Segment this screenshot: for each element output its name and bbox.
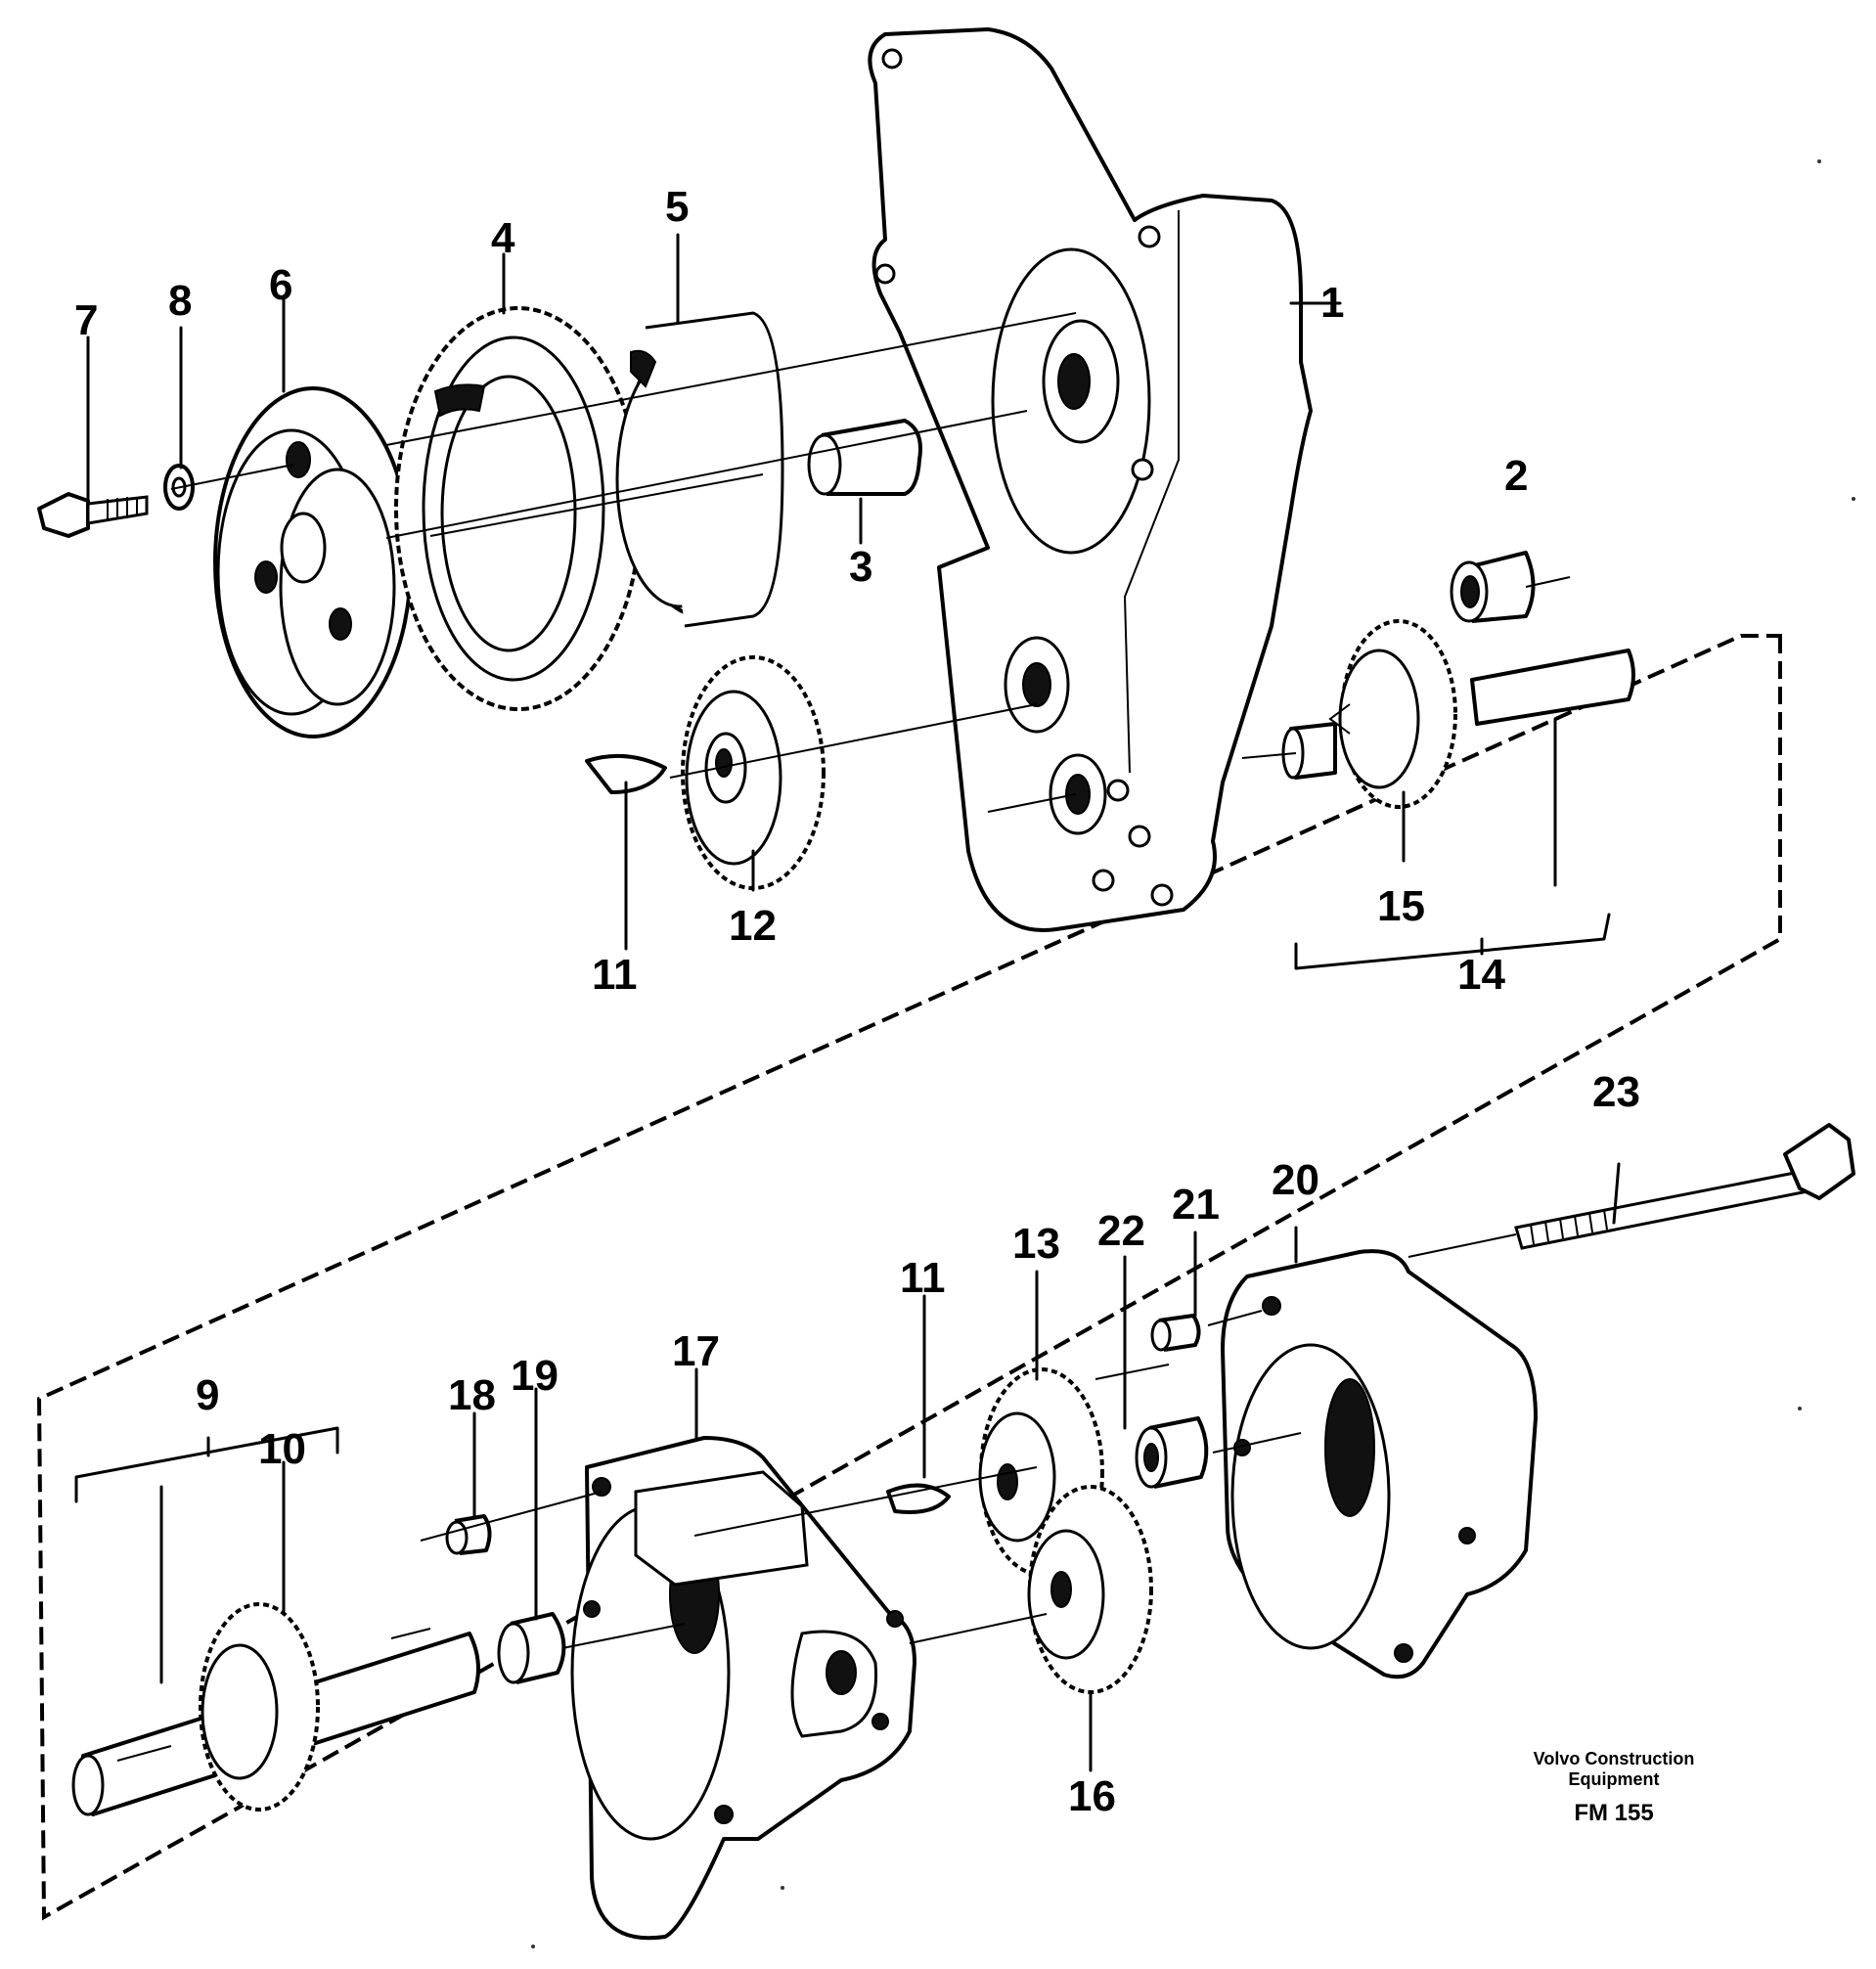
callout-7: 7 bbox=[74, 296, 99, 344]
callout-19: 19 bbox=[511, 1352, 558, 1400]
callout-6: 6 bbox=[269, 261, 293, 309]
callout-14: 14 bbox=[1457, 951, 1505, 999]
callout-21: 21 bbox=[1172, 1181, 1220, 1229]
assembly-boundary-dashed bbox=[36, 634, 1782, 1921]
callout-20: 20 bbox=[1272, 1156, 1319, 1204]
key-part-11-upper bbox=[585, 753, 667, 794]
background-specks bbox=[531, 159, 1855, 1948]
callout-12: 12 bbox=[729, 902, 777, 950]
shaft-assembly-part-14 bbox=[1281, 619, 1635, 809]
housing-cover-part-1 bbox=[868, 27, 1313, 932]
callout-13: 13 bbox=[1012, 1220, 1060, 1268]
small-gear-part-12 bbox=[681, 655, 826, 890]
callout-4: 4 bbox=[491, 214, 515, 262]
callout-11-upper: 11 bbox=[592, 951, 638, 999]
bushing-part-3 bbox=[807, 419, 922, 496]
gear-part-13 bbox=[978, 1367, 1104, 1577]
bearing-ring-part-5 bbox=[615, 311, 784, 628]
end-cover-part-20 bbox=[1221, 1249, 1538, 1679]
pump-housing-part-17 bbox=[570, 1436, 916, 1941]
shaft-assembly-part-9 bbox=[71, 1602, 480, 1816]
company-credit: Volvo Construction Equipment bbox=[1533, 1749, 1695, 1789]
callout-11-lower: 11 bbox=[900, 1254, 946, 1302]
bushing-part-19 bbox=[497, 1612, 566, 1684]
callout-8: 8 bbox=[168, 277, 193, 325]
callout-18: 18 bbox=[448, 1371, 496, 1419]
key-part-11-lower bbox=[886, 1483, 951, 1514]
callout-5: 5 bbox=[665, 183, 690, 231]
callout-9: 9 bbox=[196, 1371, 220, 1419]
bushing-part-21 bbox=[1150, 1314, 1201, 1352]
bolt-part-7 bbox=[37, 492, 149, 538]
callout-23: 23 bbox=[1592, 1068, 1640, 1116]
callout-1: 1 bbox=[1320, 279, 1345, 327]
callout-2: 2 bbox=[1504, 452, 1529, 500]
callout-3: 3 bbox=[849, 543, 873, 591]
long-bolt-part-23 bbox=[1514, 1123, 1855, 1250]
figure-code: FM 155 bbox=[1574, 1800, 1654, 1826]
pulley-part-6 bbox=[213, 386, 413, 738]
callout-10: 10 bbox=[258, 1425, 306, 1473]
callout-17: 17 bbox=[672, 1327, 720, 1375]
callout-15: 15 bbox=[1377, 882, 1425, 930]
bushing-part-22 bbox=[1135, 1416, 1209, 1489]
callout-22: 22 bbox=[1097, 1207, 1145, 1255]
gear-part-16 bbox=[1027, 1485, 1153, 1694]
callout-16: 16 bbox=[1068, 1772, 1116, 1820]
bushing-part-18 bbox=[445, 1514, 492, 1555]
bushing-part-2 bbox=[1450, 551, 1536, 623]
large-gear-part-4 bbox=[394, 306, 643, 711]
leader-lines bbox=[74, 233, 1621, 1772]
